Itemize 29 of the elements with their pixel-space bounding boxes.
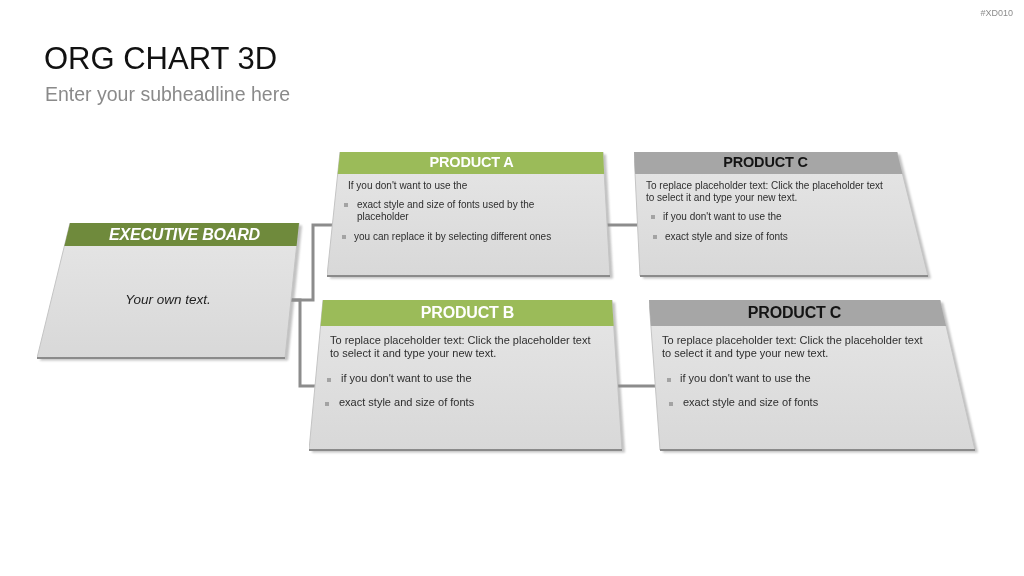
slide-title: ORG CHART 3D	[44, 41, 278, 77]
card-heading: PRODUCT B	[420, 304, 515, 322]
bullet-text: exact style and size of fonts	[339, 396, 476, 410]
bullet-text: you can replace it by selecting different ones	[354, 231, 553, 243]
card-text: To replace placeholder text: Click the placeholder text to select it and type your new text.	[646, 180, 884, 204]
bullet-text: exact style and size of fonts	[665, 231, 789, 243]
card-text: If you don't want to use the	[348, 180, 469, 192]
bullet-text: exact style and size of fonts used by the placeholder	[357, 199, 536, 223]
org-card	[634, 152, 933, 281]
slide-subtitle: Enter your subheadline here	[45, 83, 290, 106]
connector-line	[291, 298, 315, 388]
connector-line	[617, 384, 656, 388]
card-text: Your own text.	[124, 292, 212, 309]
bullet-text: if you don't want to use the	[663, 211, 783, 223]
card-heading: EXECUTIVE BOARD	[109, 225, 260, 244]
card-heading: PRODUCT C	[723, 155, 808, 171]
connector-line	[607, 223, 638, 227]
card-heading: PRODUCT C	[747, 304, 842, 322]
bullet-text: exact style and size of fonts	[683, 396, 820, 410]
org-card	[327, 152, 615, 281]
card-heading: PRODUCT A	[429, 155, 514, 171]
org-card	[309, 300, 627, 455]
card-text: To replace placeholder text: Click the placeholder text to select it and type your new text.	[662, 334, 924, 361]
slide-code-label: #XD010	[980, 8, 1013, 18]
org-card	[37, 223, 304, 363]
card-text: To replace placeholder text: Click the placeholder text to select it and type your new text.	[330, 334, 592, 361]
bullet-text: if you don't want to use the	[680, 372, 812, 386]
org-card	[649, 300, 980, 455]
bullet-text: if you don't want to use the	[341, 372, 473, 386]
